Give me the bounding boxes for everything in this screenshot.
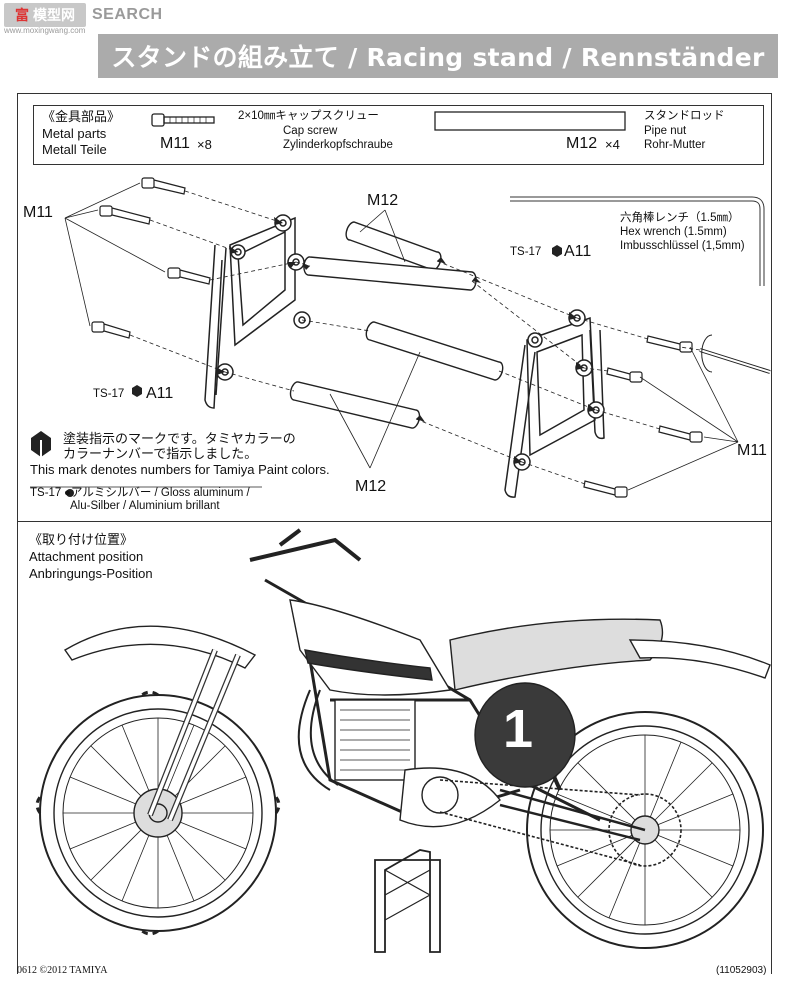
- rear-fender: [628, 639, 771, 679]
- hex-wrench-de: Imbusschlüssel (1,5mm): [620, 240, 745, 252]
- a11-label-right: A11: [564, 243, 592, 260]
- footer-code: (11052903): [716, 965, 767, 976]
- tank-stripe: [304, 649, 433, 681]
- page-frame: [17, 93, 772, 974]
- engine: [334, 699, 501, 828]
- hex-wrench-en: Hex wrench (1.5mm): [620, 226, 727, 238]
- page-title: スタンドの組み立て / Racing stand / Rennständer: [111, 43, 765, 72]
- right-screws: [583, 335, 703, 498]
- parts-heading-en: Metal parts: [42, 126, 107, 141]
- race-number: 1: [503, 699, 534, 759]
- guide-lines: [129, 190, 701, 485]
- pipe-nut-illustration: [434, 111, 626, 131]
- attachment-de: Anbringungs-Position: [29, 566, 153, 581]
- m12-jp: スタンドロッド: [644, 110, 725, 122]
- parts-box: [33, 105, 764, 165]
- parts-heading: 《金具部品》: [42, 109, 121, 124]
- label-pointers: [64, 182, 739, 491]
- watermark-logo: 富模型网: [4, 3, 86, 27]
- paint-note-jp-2: カラーナンバーで指示しました。: [63, 446, 258, 461]
- m11-jp: 2×10㎜キャップスクリュー: [238, 110, 379, 122]
- hex-wrench-jp: 六角棒レンチ（1.5㎜）: [620, 212, 740, 224]
- title-bar: スタンドの組み立て / Racing stand / Rennständer: [98, 34, 778, 78]
- watermark-url: www.moxingwang.com: [4, 26, 86, 35]
- m12-de: Rohr-Mutter: [644, 139, 706, 151]
- left-stand: [204, 214, 311, 409]
- ts17-label-left: TS-17: [93, 388, 125, 400]
- front-fender: [63, 625, 257, 669]
- swingarm: [499, 788, 646, 842]
- ts17-note-de: Alu-Silber / Aluminium brillant: [70, 500, 220, 512]
- attachment-heading: 《取り付け位置》: [29, 532, 134, 547]
- m11-qty: ×8: [197, 137, 212, 152]
- m11-code: M11: [160, 135, 190, 152]
- pipe-nuts: [289, 221, 504, 429]
- watermark-search: SEARCH: [92, 6, 163, 23]
- hex-wrench-illustration: [510, 196, 771, 374]
- left-screws: [91, 177, 211, 339]
- exhaust: [297, 689, 339, 791]
- number-plate: [474, 682, 576, 788]
- rotation-mark: [701, 334, 713, 373]
- right-stand: [504, 309, 605, 498]
- cap-screw-illustration: [151, 113, 215, 127]
- footer-copyright: 0612 ©2012 TAMIYA: [17, 965, 108, 976]
- m11-de: Zylinderkopfschraube: [283, 139, 393, 151]
- paint-hex-marks: [31, 245, 562, 457]
- motorcycle-illustration: [35, 528, 771, 953]
- section-divider: [17, 521, 772, 522]
- m12-label-bottom: M12: [355, 478, 387, 495]
- attachment-en: Attachment position: [29, 549, 144, 564]
- m12-label-top: M12: [367, 192, 399, 209]
- ts17-label-right: TS-17: [510, 246, 542, 258]
- seat: [449, 618, 664, 691]
- parts-heading-de: Metall Teile: [42, 142, 107, 157]
- m11-en: Cap screw: [283, 125, 338, 137]
- stand-under-bike: [374, 849, 441, 953]
- m12-en: Pipe nut: [644, 125, 687, 137]
- paint-note-en: This mark denotes numbers for Tamiya Pai…: [30, 462, 330, 477]
- watermark: 富模型网 SEARCH: [0, 0, 163, 30]
- ts17-dot: [66, 489, 74, 497]
- rear-wheel: [526, 711, 764, 949]
- a11-label-left: A11: [146, 385, 174, 402]
- m12-code: M12: [566, 135, 598, 152]
- m12-qty: ×4: [605, 137, 620, 152]
- front-wheel: [35, 690, 281, 936]
- paint-note-jp-1: 塗装指示のマークです。タミヤカラーの: [63, 431, 296, 446]
- m11-label-right: M11: [737, 442, 767, 459]
- ts17-note-code: TS-17: [30, 487, 62, 499]
- m11-label-left: M11: [23, 204, 53, 221]
- handlebar: [249, 528, 362, 562]
- chain: [439, 779, 641, 866]
- ts17-note-jp: ●アルミシルバー / Gloss aluminum /: [64, 487, 250, 499]
- arrows: [216, 217, 596, 464]
